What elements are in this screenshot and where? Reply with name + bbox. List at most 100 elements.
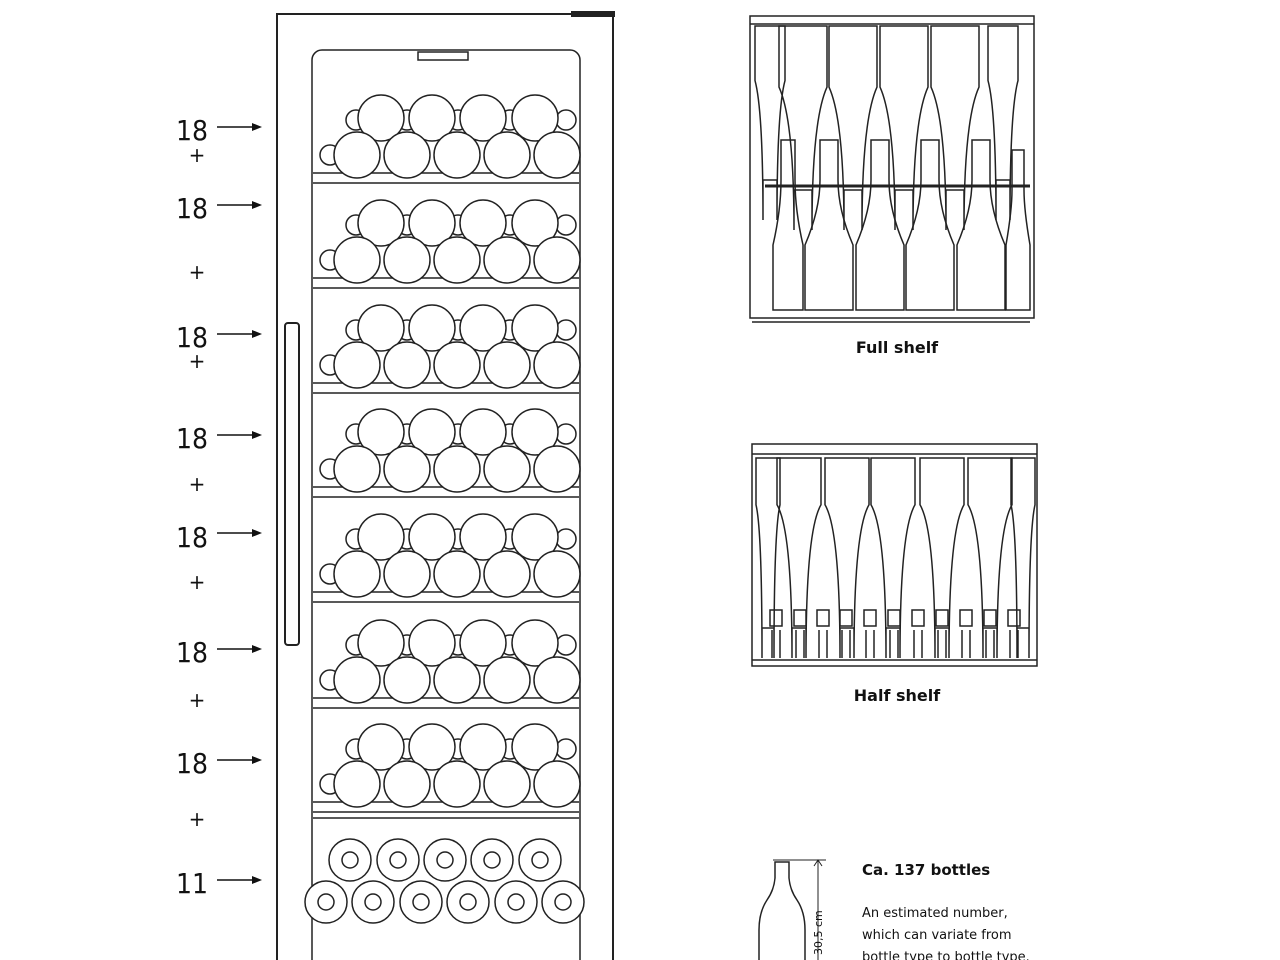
- bottle-base: [511, 304, 559, 352]
- bottle-base: [408, 304, 456, 352]
- bottle-base: [328, 838, 372, 882]
- bottle-base: [483, 550, 531, 598]
- bottle-side: [1010, 457, 1036, 659]
- shelf-count: 18: [176, 636, 208, 669]
- plus-sign: +: [189, 472, 206, 496]
- bottle-base: [423, 838, 467, 882]
- plus-sign: +: [189, 260, 206, 284]
- bottle-base: [333, 550, 381, 598]
- bottle-base: [383, 236, 431, 284]
- bottle-side: [824, 457, 870, 659]
- bottle-base: [459, 94, 507, 142]
- shelf-count: 18: [176, 747, 208, 780]
- bottle-neck-clip: [1007, 609, 1021, 627]
- bottle-base: [333, 445, 381, 493]
- bottle-base: [533, 760, 581, 808]
- bottle-base: [357, 304, 405, 352]
- bottle-neck: [555, 528, 577, 550]
- bottle-base: [333, 760, 381, 808]
- info-line-3: bottle type to bottle type.: [862, 950, 1030, 960]
- bottle-base: [399, 880, 443, 924]
- bottle-base: [383, 131, 431, 179]
- bottle-base: [333, 656, 381, 704]
- bottle-base: [408, 619, 456, 667]
- half-shelf-caption: Half shelf: [854, 686, 941, 705]
- bottle-neck-clip: [816, 609, 830, 627]
- bottle-punt: [507, 893, 525, 911]
- bottle-base: [433, 445, 481, 493]
- shelf-count: 18: [176, 192, 208, 225]
- bottle-side: [905, 139, 955, 311]
- bottle-base: [541, 880, 585, 924]
- bottle-base: [483, 341, 531, 389]
- bottle-base: [533, 445, 581, 493]
- arrow-head: [252, 431, 262, 439]
- bottle-side: [804, 139, 854, 311]
- bottle-side: [755, 457, 781, 659]
- plus-sign: +: [189, 349, 206, 373]
- bottle-base: [408, 199, 456, 247]
- bottle-base: [333, 131, 381, 179]
- bottle-base: [333, 341, 381, 389]
- bottle-neck-clip: [863, 609, 877, 627]
- bottle-base: [433, 550, 481, 598]
- shelf-count: 18: [176, 422, 208, 455]
- bottle-punt: [554, 893, 572, 911]
- bottle-side: [772, 139, 804, 311]
- bottle-base: [494, 880, 538, 924]
- plus-sign: +: [189, 807, 206, 831]
- bottle-side: [754, 25, 786, 221]
- bottle-base: [511, 94, 559, 142]
- bottle-base: [483, 131, 531, 179]
- bottle-base: [459, 513, 507, 561]
- info-line-1: An estimated number,: [862, 906, 1008, 921]
- full-shelf-caption: Full shelf: [856, 338, 939, 357]
- bottle-base: [383, 445, 431, 493]
- bottle-base: [511, 619, 559, 667]
- bottle-base: [351, 880, 395, 924]
- bottle-neck-clip: [839, 609, 853, 627]
- bottle-base: [483, 656, 531, 704]
- bottle-punt: [412, 893, 430, 911]
- bottle-base: [376, 838, 420, 882]
- bottle-neck-clip: [959, 609, 973, 627]
- bottle-side: [776, 457, 822, 659]
- bottle-neck-clip: [935, 609, 949, 627]
- bottle-base: [383, 760, 431, 808]
- bottle-punt: [483, 851, 501, 869]
- plus-sign: +: [189, 688, 206, 712]
- bottle-side: [930, 25, 980, 231]
- bottle-base: [357, 513, 405, 561]
- shelf-count: 18: [176, 321, 208, 354]
- bottle-punt: [317, 893, 335, 911]
- bottle-icon: [758, 861, 806, 960]
- bottle-base: [357, 619, 405, 667]
- bottle-base: [433, 131, 481, 179]
- bottle-base: [459, 199, 507, 247]
- arrow-head: [252, 876, 262, 884]
- bottle-base: [470, 838, 514, 882]
- bottle-neck-clip: [769, 609, 783, 627]
- bottle-side: [919, 457, 965, 659]
- bottle-base: [459, 304, 507, 352]
- half-shelf-frame: [751, 443, 1038, 667]
- bottle-punt: [364, 893, 382, 911]
- bottle-neck: [555, 319, 577, 341]
- bottle-base: [383, 550, 431, 598]
- bottle-height-label: 30,5 cm: [812, 910, 825, 955]
- bottle-neck: [555, 738, 577, 760]
- bottle-neck-clip: [911, 609, 925, 627]
- shelf-count: 18: [176, 521, 208, 554]
- door-handle: [284, 322, 300, 646]
- bottle-base: [511, 723, 559, 771]
- bottle-base: [433, 760, 481, 808]
- bottle-side: [855, 139, 905, 311]
- bottle-side: [778, 25, 828, 231]
- bottle-side: [967, 457, 1013, 659]
- bottle-punt: [531, 851, 549, 869]
- bottle-base: [357, 723, 405, 771]
- half-shelf-drawing: Half shelf: [751, 443, 1038, 705]
- bottle-neck: [555, 214, 577, 236]
- bottle-base: [433, 236, 481, 284]
- bottle-side: [987, 25, 1019, 221]
